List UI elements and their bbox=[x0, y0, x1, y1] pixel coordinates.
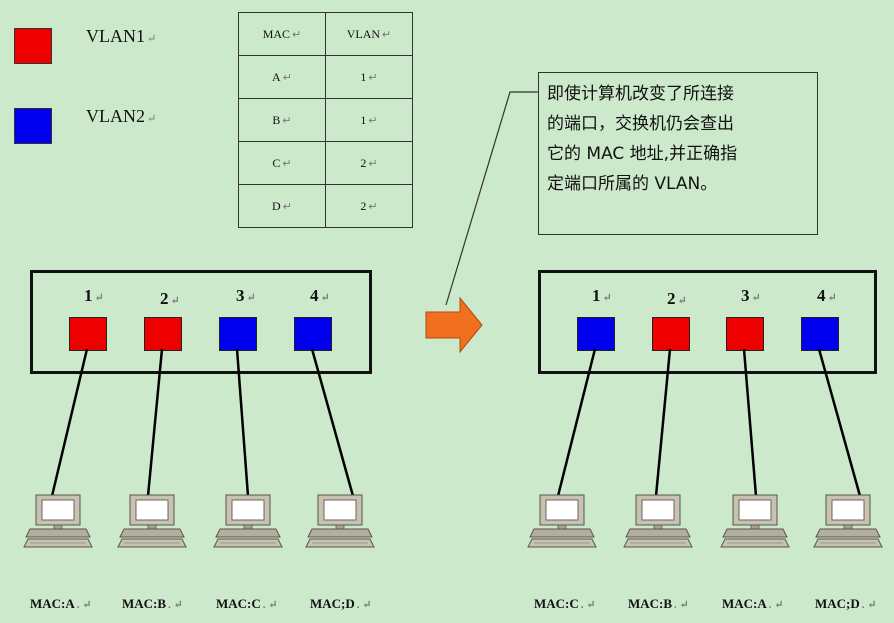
callout-line-2: 的端口，交换机仍会查出 bbox=[547, 114, 734, 134]
vlan2-label: VLAN2↵ bbox=[86, 106, 157, 126]
left-port-4 bbox=[294, 317, 332, 351]
transition-arrow bbox=[425, 296, 483, 354]
computer-icon bbox=[117, 494, 187, 548]
callout-leader-line bbox=[445, 91, 538, 306]
table-cell-vlan: 2↵ bbox=[325, 184, 413, 228]
right-port-3-number: 3↵ bbox=[741, 286, 761, 305]
left-port-2 bbox=[144, 317, 182, 351]
left-port-3-number: 3↵ bbox=[236, 286, 256, 305]
left-cable-4 bbox=[310, 348, 355, 497]
left-port-1 bbox=[69, 317, 107, 351]
computer-icon bbox=[623, 494, 693, 548]
right-port-4-number: 4↵ bbox=[817, 286, 837, 305]
computer-icon bbox=[720, 494, 790, 548]
vlan2-color-swatch bbox=[14, 108, 52, 144]
right-cable-1 bbox=[556, 348, 597, 497]
right-switch bbox=[538, 270, 877, 374]
left-mac-label-2: MAC:B. ↵ bbox=[122, 596, 183, 611]
left-port-2-number: 2↵ bbox=[160, 289, 180, 308]
table-cell-mac: D↵ bbox=[238, 184, 326, 228]
right-mac-label-4: MAC;D. ↵ bbox=[815, 596, 877, 611]
right-port-2-number: 2↵ bbox=[667, 289, 687, 308]
right-cable-4 bbox=[817, 348, 862, 497]
computer-icon bbox=[305, 494, 375, 548]
table-row: D↵ 2↵ bbox=[238, 184, 413, 228]
right-mac-label-3: MAC:A. ↵ bbox=[722, 596, 784, 611]
right-mac-label-2: MAC:B. ↵ bbox=[628, 596, 689, 611]
table-row: B↵ 1↵ bbox=[238, 98, 413, 142]
vlan1-label: VLAN1↵ bbox=[86, 26, 157, 46]
vlan1-color-swatch bbox=[14, 28, 52, 64]
right-port-1-number: 1↵ bbox=[592, 286, 612, 305]
left-mac-label-4: MAC;D. ↵ bbox=[310, 596, 372, 611]
right-mac-label-1: MAC:C. ↵ bbox=[534, 596, 596, 611]
table-cell-vlan: 2↵ bbox=[325, 141, 413, 185]
computer-icon bbox=[527, 494, 597, 548]
table-cell-mac: B↵ bbox=[238, 98, 326, 142]
right-port-2 bbox=[652, 317, 690, 351]
left-mac-label-1: MAC:A. ↵ bbox=[30, 596, 92, 611]
left-cable-1 bbox=[50, 348, 89, 497]
left-port-1-number: 1↵ bbox=[84, 286, 104, 305]
left-mac-label-3: MAC:C. ↵ bbox=[216, 596, 278, 611]
callout-line-3: 它的 MAC 地址,并正确指 bbox=[547, 144, 738, 164]
right-cable-3 bbox=[742, 348, 758, 497]
right-port-1 bbox=[577, 317, 615, 351]
left-port-4-number: 4↵ bbox=[310, 286, 330, 305]
left-cable-2 bbox=[146, 348, 164, 497]
computer-icon bbox=[213, 494, 283, 548]
computer-icon bbox=[813, 494, 883, 548]
explanation-callout: 即使计算机改变了所连接 的端口，交换机仍会查出 它的 MAC 地址,并正确指 定… bbox=[538, 72, 818, 235]
table-cell-vlan: 1↵ bbox=[325, 55, 413, 99]
table-row: C↵ 2↵ bbox=[238, 141, 413, 185]
table-header-vlan: VLAN↵ bbox=[325, 12, 413, 56]
computer-icon bbox=[23, 494, 93, 548]
right-cable-2 bbox=[654, 348, 672, 497]
left-cable-3 bbox=[235, 348, 250, 497]
mac-vlan-table: MAC↵ VLAN↵ A↵ 1↵ B↵ 1↵ C↵ 2↵ D↵ 2↵ bbox=[238, 12, 413, 228]
callout-line-4: 定端口所属的 VLAN。 bbox=[547, 174, 718, 194]
left-switch bbox=[30, 270, 372, 374]
callout-line-1: 即使计算机改变了所连接 bbox=[547, 84, 734, 104]
